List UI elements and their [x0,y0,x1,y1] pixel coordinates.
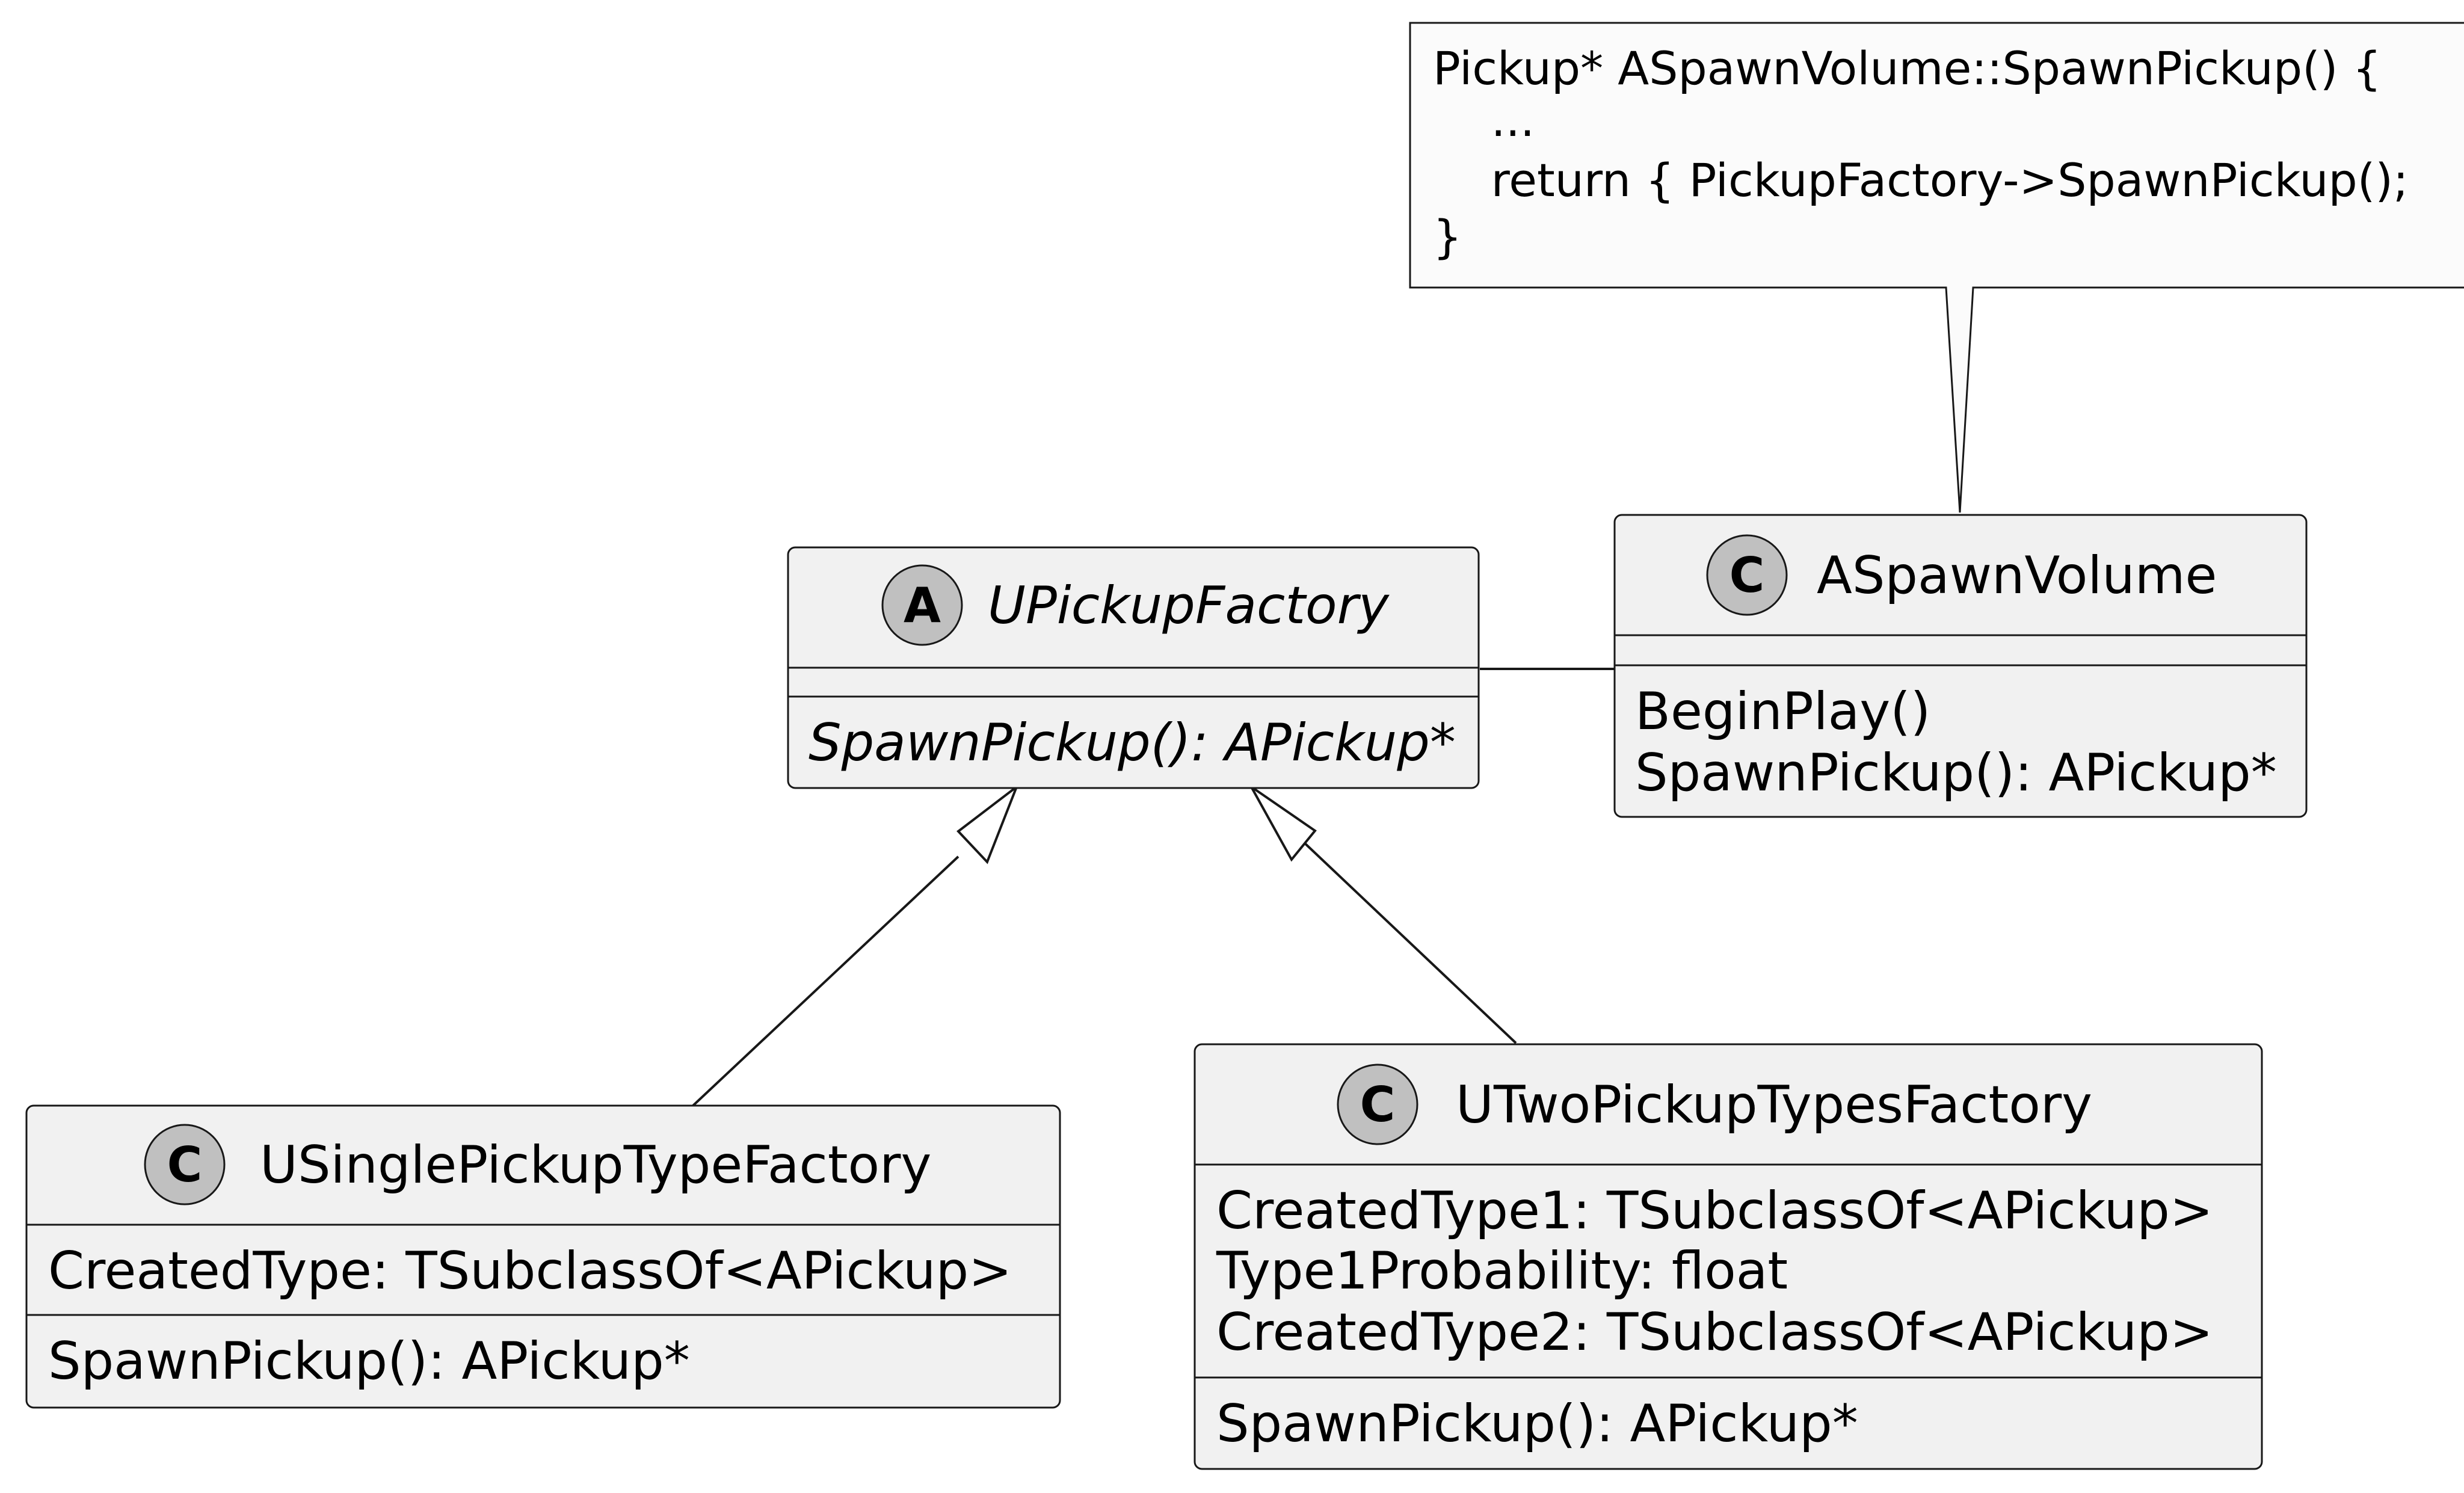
class-icon [144,1124,226,1205]
stereotype-glyph: C [167,1137,203,1193]
class-usinglepickuptypefactory[interactable]: C USinglePickupTypeFactory CreatedType: … [25,1104,1061,1409]
class-name: USinglePickupTypeFactory [260,1135,931,1195]
class-name: UTwoPickupTypesFactory [1456,1075,2092,1135]
method-spawnpickup: SpawnPickup(): APickup* [48,1331,690,1391]
class-aspawnvolume[interactable]: C ASpawnVolume BeginPlay() SpawnPickup()… [1613,514,2308,818]
method-beginplay: BeginPlay() [1635,682,1930,742]
inheritance-arrowhead [956,783,1020,864]
note-line: return { PickupFactory->SpawnPickup(); [1433,153,2409,207]
note-line: Pickup* ASpawnVolume::SpawnPickup() { [1433,42,2382,95]
class-name: ASpawnVolume [1817,546,2217,606]
inheritance-line [692,855,959,1107]
note-line: ... [1433,93,1535,147]
stereotype-glyph: A [904,577,941,633]
stereotype-glyph: C [1360,1077,1396,1133]
method-spawnpickup: SpawnPickup(): APickup* [808,713,1456,773]
inheritance-arrowhead [1250,786,1317,862]
inheritance-line [1302,840,1517,1044]
class-icon [1706,534,1788,616]
class-box [25,1104,1061,1409]
note-line: } [1433,210,1462,263]
class-icon [1337,1064,1418,1145]
class-upickupfactory[interactable]: A UPickupFactory SpawnPickup(): APickup* [787,546,1480,789]
field-createdtype1: CreatedType1: TSubclassOf<APickup> [1216,1181,2213,1241]
inheritance-usingle [692,783,1020,1107]
field-createdtype2: CreatedType2: TSubclassOf<APickup> [1216,1302,2213,1362]
class-utwopickuptypesfactory[interactable]: C UTwoPickupTypesFactory CreatedType1: T… [1194,1043,2263,1470]
inheritance-utwo [1250,786,1517,1044]
stereotype-glyph: C [1729,547,1765,603]
abstract-class-icon [881,564,963,646]
method-spawnpickup: SpawnPickup(): APickup* [1216,1394,1858,1454]
method-spawnpickup: SpawnPickup(): APickup* [1635,743,2277,803]
class-box [1194,1043,2263,1470]
note-callout [1409,22,2464,513]
class-name: UPickupFactory [988,576,1390,636]
code-note: Pickup* ASpawnVolume::SpawnPickup() { ..… [1409,22,2464,513]
field-createdtype: CreatedType: TSubclassOf<APickup> [48,1241,1012,1301]
field-type1probability: Type1Probability: float [1216,1241,1788,1301]
